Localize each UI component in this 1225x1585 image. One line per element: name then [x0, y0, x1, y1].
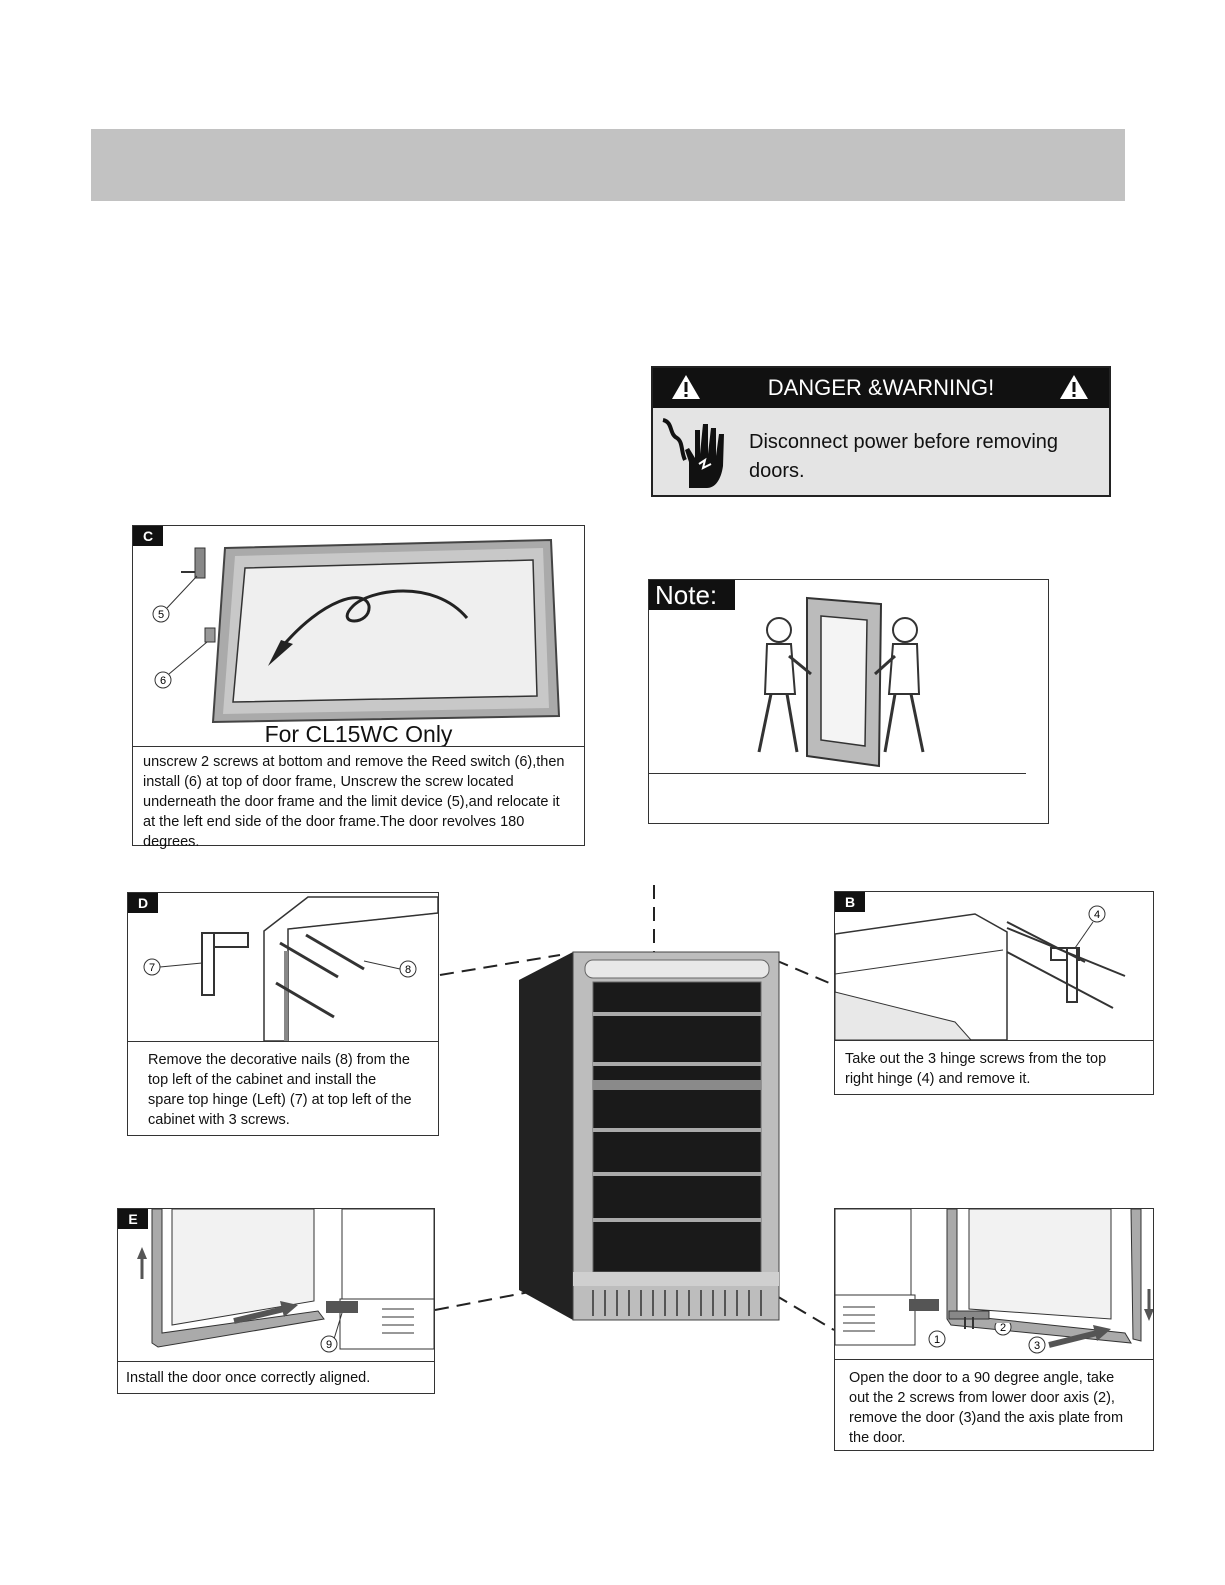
step-label: C	[133, 526, 163, 546]
step-c-panel: C 5 6 For CL15WC Only unscrew 2 screws a…	[132, 525, 585, 850]
step-b-panel: B 4 Take out the 3 hinge screws from the…	[834, 891, 1154, 1095]
danger-title: DANGER &WARNING!	[767, 375, 995, 400]
caption-line: spare top hinge (Left) (7) at top left o…	[148, 1092, 412, 1108]
cabinet-top-left-illustration: 7 8	[143, 896, 438, 1041]
top-right-hinge-illustration: 4	[835, 905, 1126, 1040]
caption-line: top left of the cabinet and install the	[148, 1072, 377, 1088]
callout-9: 9	[326, 1339, 332, 1351]
caption-line: Install the door once correctly aligned.	[126, 1370, 371, 1386]
step-a-caption: Open the door to a 90 degree angle, take…	[835, 1359, 1153, 1450]
warning-triangle-icon	[1060, 375, 1088, 399]
callout-2: 2	[1000, 1323, 1006, 1334]
caption-line: cabinet with 3 screws.	[148, 1112, 290, 1128]
step-e-caption: Install the door once correctly aligned.	[118, 1361, 434, 1393]
callout-5: 5	[158, 609, 164, 621]
danger-line-2: doors.	[749, 460, 805, 482]
step-d-panel: D 7 8 Remove the decorative nails (8) fr…	[127, 892, 439, 1136]
callout-9-marker: 9	[320, 1335, 338, 1353]
callout-4: 4	[1094, 909, 1100, 921]
danger-warning-box: DANGER &WARNING! Disconnect power before…	[651, 366, 1111, 497]
wine-cooler-illustration	[519, 951, 780, 1321]
callout-6: 6	[160, 675, 166, 687]
note-label: Note:	[649, 580, 735, 610]
caption-line: right hinge (4) and remove it.	[845, 1071, 1031, 1087]
caption-line: the door.	[849, 1430, 906, 1446]
caption-line: out the 2 screws from lower door axis (2…	[849, 1390, 1115, 1406]
step-label: D	[128, 893, 158, 913]
caption-line: underneath the door frame and the limit …	[143, 794, 560, 810]
caption-line: remove the door (3)and the axis plate fr…	[849, 1410, 1124, 1426]
lower-door-axis-illustration	[835, 1209, 1153, 1348]
callout-7: 7	[149, 962, 155, 974]
electric-shock-hand-icon	[662, 418, 724, 488]
note-panel: Note:	[648, 579, 1049, 824]
step-c-caption: unscrew 2 screws at bottom and remove th…	[133, 746, 584, 850]
caption-line: at the left end side of the door frame.T…	[143, 814, 525, 850]
note-text-area	[648, 773, 1026, 824]
model-note: For CL15WC Only	[264, 721, 453, 747]
door-install-illustration	[137, 1209, 434, 1350]
warning-triangle-icon	[672, 375, 700, 399]
step-b-caption: Take out the 3 hinge screws from the top…	[835, 1040, 1153, 1094]
caption-line: install (6) at top of door frame, Unscre…	[143, 774, 514, 790]
callouts-a: 1 2 3	[928, 1323, 1046, 1354]
caption-line: Remove the decorative nails (8) from the	[148, 1052, 410, 1068]
callout-3: 3	[1034, 1340, 1040, 1352]
caption-line: Open the door to a 90 degree angle, take	[849, 1370, 1115, 1386]
danger-line-1: Disconnect power before removing	[749, 431, 1059, 453]
step-e-panel: E 9 Install the door once correctly alig…	[117, 1208, 435, 1394]
caption-line: Take out the 3 hinge screws from the top	[845, 1051, 1107, 1067]
callout-1: 1	[934, 1334, 940, 1346]
two-person-door-lift-illustration	[757, 596, 925, 768]
danger-message: Disconnect power before removing doors.	[749, 428, 1089, 486]
step-label: B	[835, 892, 865, 912]
step-label: E	[118, 1209, 148, 1229]
caption-line: unscrew 2 screws at bottom and remove th…	[143, 754, 565, 770]
section-header-bar	[91, 129, 1125, 201]
danger-title-bar: DANGER &WARNING!	[653, 368, 1109, 408]
door-flip-illustration: 5 6	[152, 538, 561, 724]
step-a-panel: A 1 2 3 Open the door to a 90 degree ang…	[834, 1208, 1154, 1451]
step-d-caption: Remove the decorative nails (8) from the…	[128, 1041, 438, 1135]
callout-8: 8	[405, 964, 411, 976]
